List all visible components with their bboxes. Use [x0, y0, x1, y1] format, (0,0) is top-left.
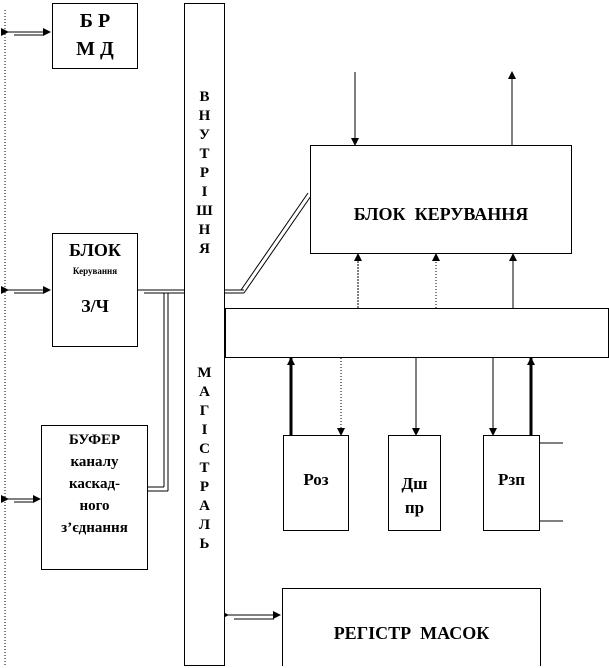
bus-bottom-letter: Г: [199, 403, 210, 419]
brmd-line1: Б Р: [79, 10, 111, 32]
control-rw-subtitle: Керування: [72, 266, 118, 276]
roz-label: Роз: [303, 470, 329, 489]
brmd-line2: М Д: [76, 38, 114, 60]
mask-register-label: РЕГІСТР МАСОК: [333, 623, 490, 643]
bus-bottom-letter: Ь: [199, 536, 210, 552]
bus-bottom-letter: Л: [198, 517, 211, 533]
buffer-to-bus-link: [148, 293, 169, 492]
buffer-line4: ного: [79, 498, 110, 514]
bus-top-label: В Н У Т Р І Ш Н Я: [185, 88, 224, 259]
dshpr-register: Дш пр: [388, 435, 441, 531]
buffer-double-arrow: [1, 495, 41, 503]
control-unit-label: БЛОК КЕРУВАННЯ: [353, 204, 529, 224]
dshpr-line1: Дш: [401, 474, 428, 493]
buffer-line5: з’єднання: [61, 520, 128, 536]
bus-bottom-label: М А Г І С Т Р А Л Ь: [185, 364, 224, 554]
bus-bottom-letter: І: [201, 422, 208, 438]
bus-top-letter: Н: [198, 108, 211, 124]
bus-top-letter: В: [199, 89, 210, 105]
bus-top-letter: Я: [199, 241, 210, 257]
bus-top-letter: У: [198, 127, 210, 143]
bus-top-letter: Р: [199, 165, 210, 181]
control-rw-code: З/Ч: [81, 296, 109, 316]
bus-top-letter: Ш: [196, 203, 213, 219]
main-bus: В Н У Т Р І Ш Н Я М А Г І С Т Р А Л Ь: [184, 3, 225, 666]
bus-top-letter: І: [201, 184, 208, 200]
bus-to-mask-register-arrow: [221, 611, 281, 620]
buffer-block: БУФЕР каналу каскад- ного з’єднання: [41, 425, 148, 570]
bus-top-letter: Н: [198, 222, 211, 238]
bus-bottom-letter: Т: [199, 460, 210, 476]
roz-register: Роз: [283, 435, 349, 531]
buffer-line1: БУФЕР: [68, 432, 121, 448]
buffer-line2: каналу: [70, 454, 119, 470]
bus-bottom-letter: А: [199, 384, 210, 400]
control-rw-block: БЛОК Керування З/Ч: [52, 233, 138, 347]
control-rw-title: БЛОК: [69, 240, 121, 260]
bus-bottom-letter: А: [199, 498, 210, 514]
brmd-double-arrow: [1, 28, 51, 36]
control-unit-block: БЛОК КЕРУВАННЯ: [310, 145, 572, 254]
rzp-label: Рзп: [497, 470, 525, 489]
internal-bus: [225, 308, 609, 358]
bus-top-letter: Т: [199, 146, 210, 162]
mask-register: РЕГІСТР МАСОК: [282, 588, 541, 666]
rzp-register: Рзп: [483, 435, 540, 531]
brmd-block: Б Р М Д: [52, 3, 138, 69]
buffer-line3: каскад-: [68, 476, 121, 492]
bus-bottom-letter: М: [197, 365, 212, 381]
bus-bottom-letter: Р: [199, 479, 210, 495]
bus-bottom-letter: С: [199, 441, 210, 457]
dshpr-line2: пр: [404, 498, 425, 517]
control-rw-double-arrow: [1, 286, 51, 294]
